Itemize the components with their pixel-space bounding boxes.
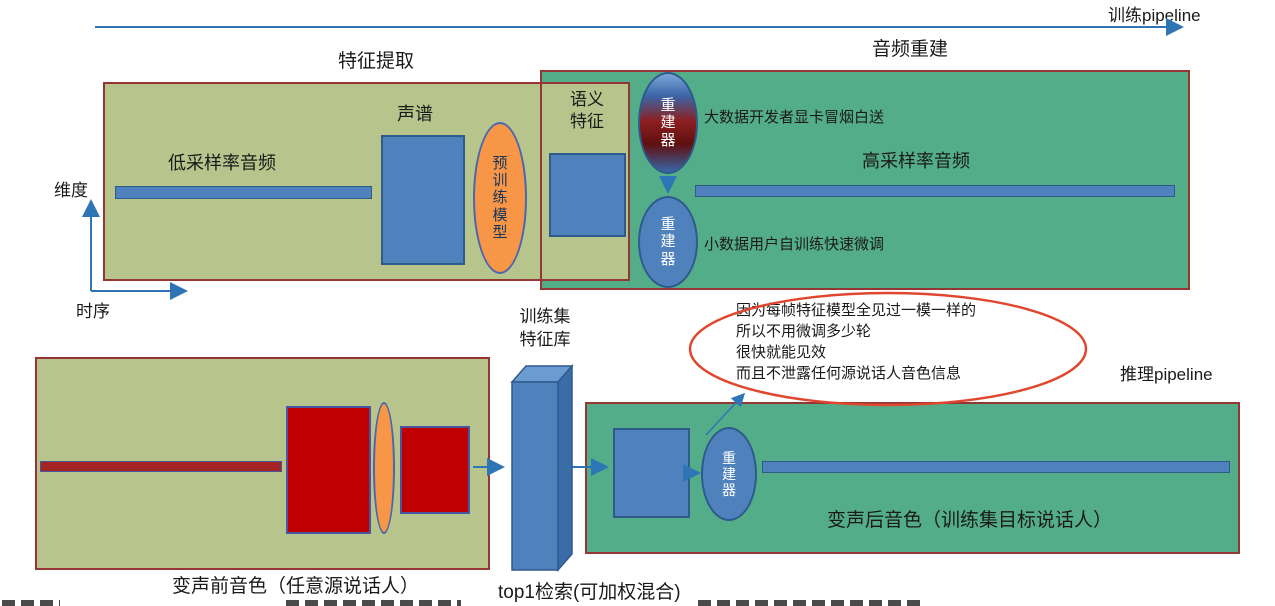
feature-extraction-title: 特征提取 xyxy=(338,51,415,72)
audio-reconstruction-box xyxy=(540,70,1190,290)
reconstructor-top-label: 重建器 xyxy=(660,97,676,149)
feature-bank-3d-box xyxy=(510,364,574,572)
target-reconstructor-ellipse: 重建器 xyxy=(701,427,757,521)
clipped-text-fragment xyxy=(2,600,60,606)
source-features-rect xyxy=(400,426,470,514)
source-model-ellipse xyxy=(373,402,395,534)
top1-retrieval-label: top1检索(可加权混合) xyxy=(498,582,681,603)
target-reconstructor-label: 重建器 xyxy=(722,449,736,499)
target-voice-box xyxy=(585,402,1240,554)
target-audio-bar xyxy=(762,461,1230,473)
feature-bank-label: 训练集 特征库 xyxy=(519,307,571,349)
small-data-note: 小数据用户自训练快速微调 xyxy=(704,236,885,253)
pretrained-model-ellipse: 预训练模型 xyxy=(473,122,527,274)
reconstructor-bottom-label: 重建器 xyxy=(660,216,676,268)
big-data-note: 大数据开发者显卡冒烟白送 xyxy=(704,109,885,126)
pretrained-model-label: 预训练模型 xyxy=(492,154,508,241)
source-audio-bar xyxy=(40,461,282,472)
y-axis-label: 维度 xyxy=(54,181,88,200)
source-spectrogram-rect xyxy=(286,406,371,534)
spectrogram-label: 声谱 xyxy=(397,104,433,124)
high-sr-audio-bar xyxy=(695,185,1175,197)
high-sr-audio-label: 高采样率音频 xyxy=(862,151,970,171)
clipped-text-fragment xyxy=(698,600,920,606)
annotation-text: 因为每帧特征模型全见过一模一样的 所以不用微调多少轮 很快就能见效 而且不泄露任… xyxy=(736,302,977,382)
target-voice-caption: 变声后音色（训练集目标说话人） xyxy=(827,510,1113,531)
low-sr-audio-bar xyxy=(115,186,372,199)
low-sr-audio-label: 低采样率音频 xyxy=(168,153,276,173)
reconstructor-top-ellipse: 重建器 xyxy=(638,72,698,174)
training-pipeline-label: 训练pipeline xyxy=(1108,6,1201,25)
reconstructor-bottom-ellipse: 重建器 xyxy=(638,196,698,288)
inference-pipeline-label: 推理pipeline xyxy=(1120,365,1213,384)
spectrogram-rect xyxy=(381,135,465,265)
semantic-features-rect xyxy=(549,153,626,237)
semantic-features-label: 语义 特征 xyxy=(570,90,604,131)
clipped-text-fragment xyxy=(286,600,461,606)
x-axis-label: 时序 xyxy=(76,302,110,321)
source-voice-caption: 变声前音色（任意源说话人） xyxy=(172,576,420,597)
target-features-rect xyxy=(613,428,690,518)
feature-extraction-box xyxy=(103,82,630,281)
audio-reconstruction-title: 音频重建 xyxy=(872,39,949,60)
